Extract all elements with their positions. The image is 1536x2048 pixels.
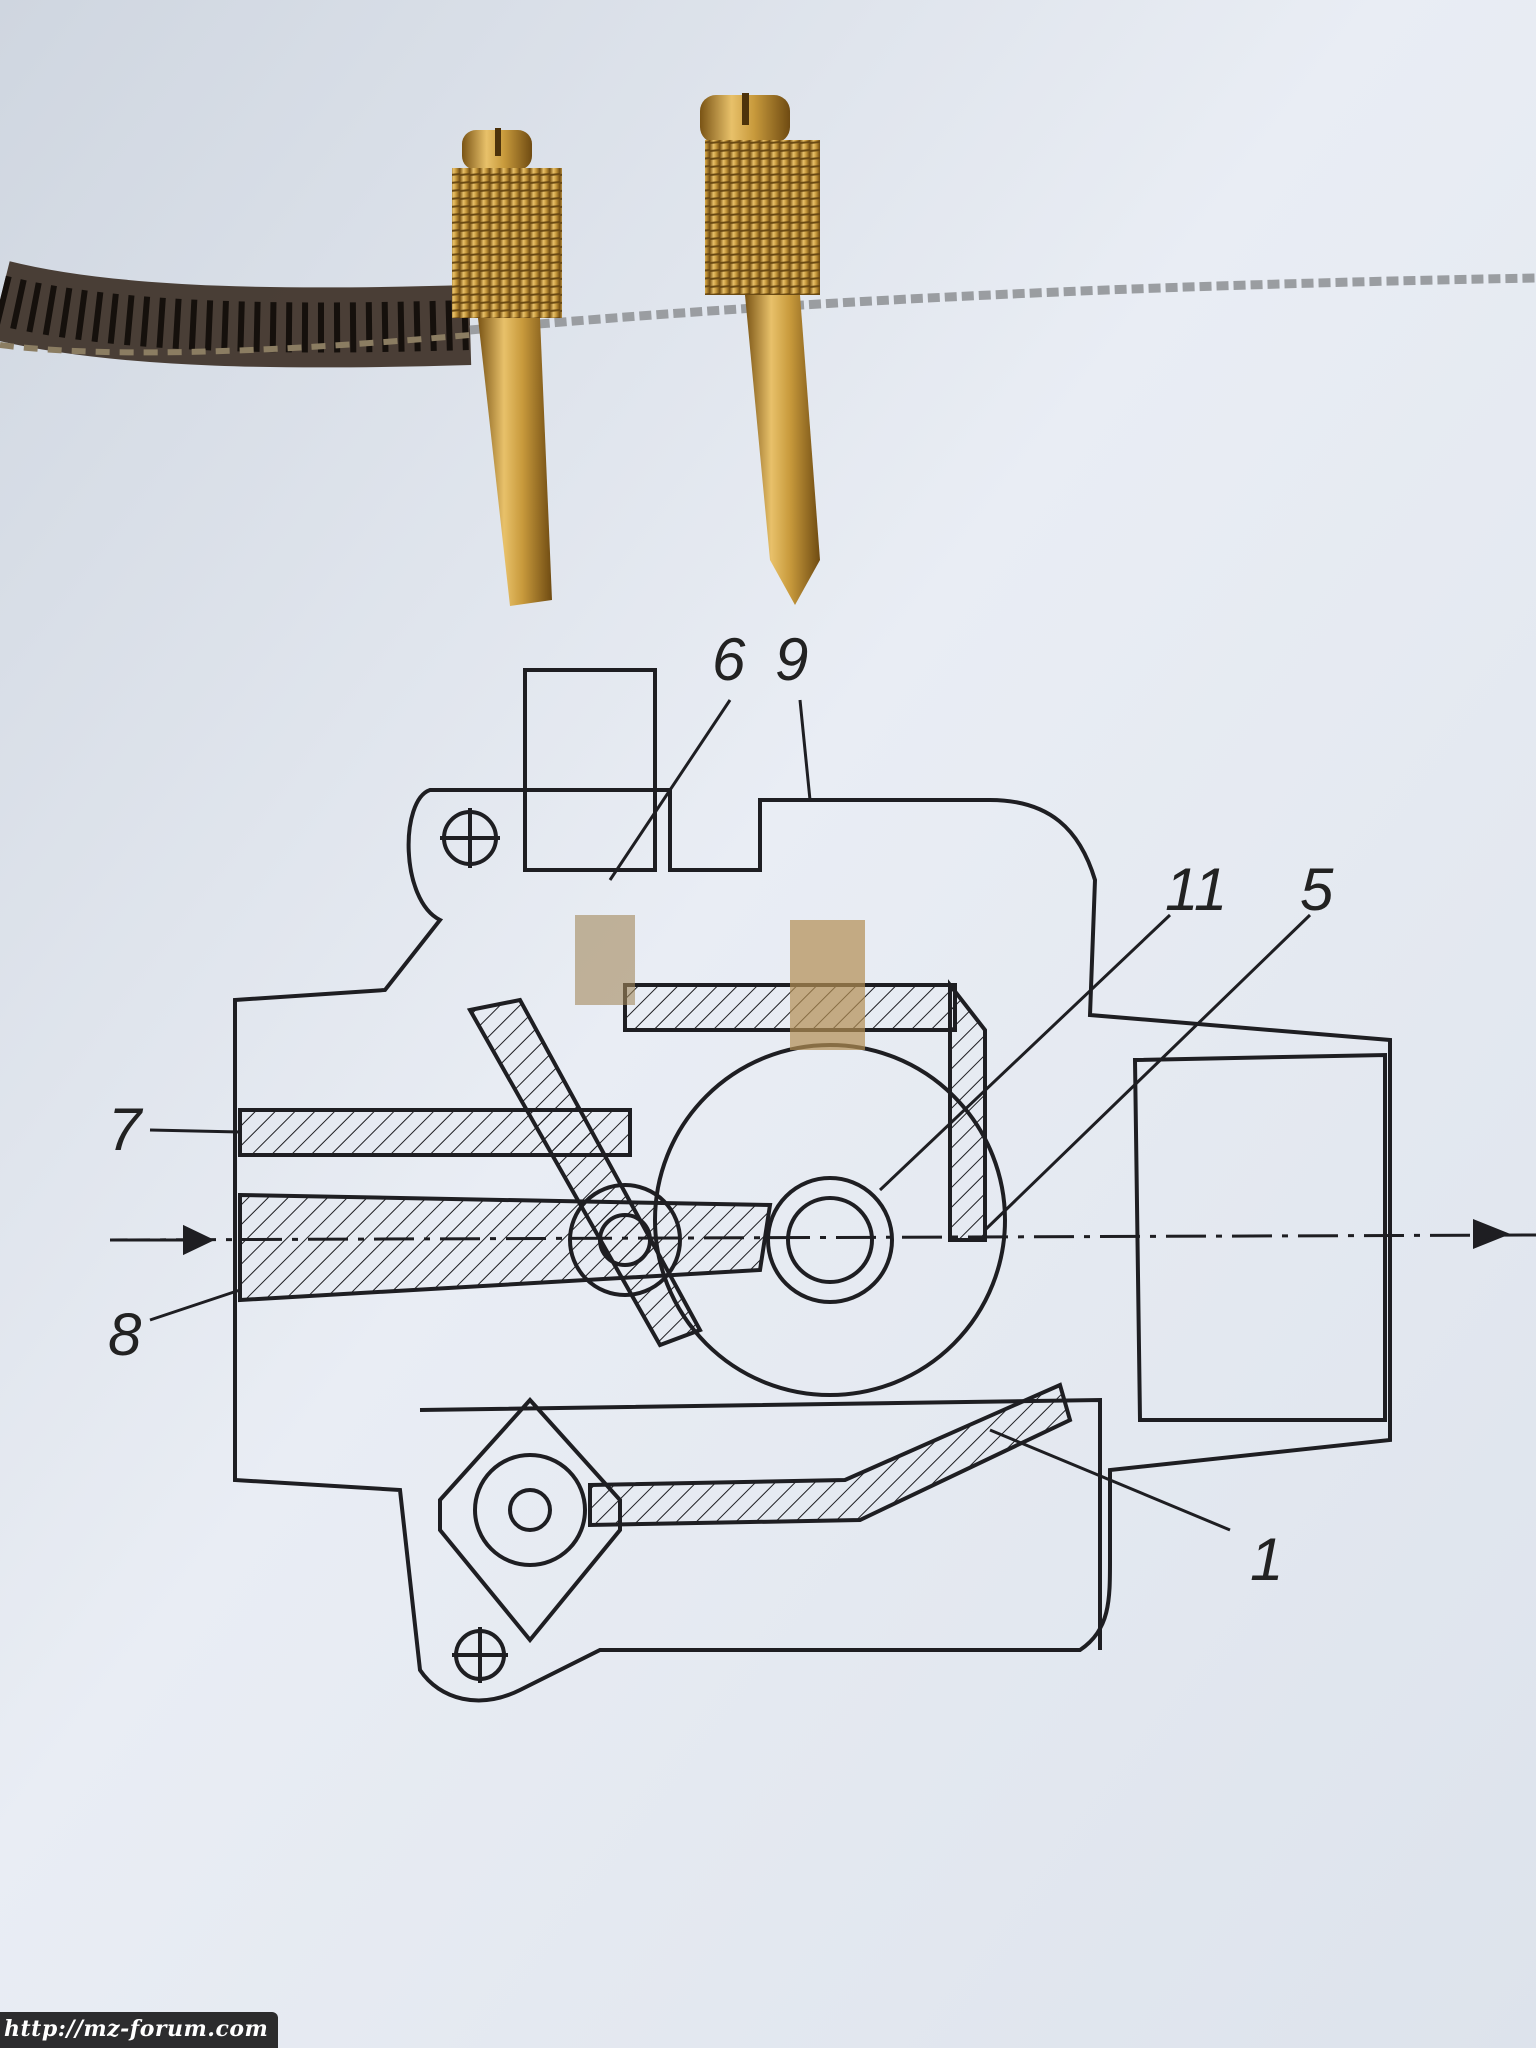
brush-wire bbox=[469, 273, 1536, 335]
callout-6: 6 bbox=[712, 626, 746, 693]
jet-reflection bbox=[790, 920, 865, 1050]
brass-jet-right bbox=[700, 93, 820, 605]
jet-reflection-2 bbox=[575, 915, 635, 1005]
callout-1: 1 bbox=[1250, 1526, 1284, 1593]
hatched-sections bbox=[238, 979, 1073, 1528]
callout-7: 7 bbox=[108, 1096, 142, 1163]
watermark-url: http://mz-forum.com bbox=[0, 2012, 279, 2048]
callout-9: 9 bbox=[775, 626, 809, 693]
cleaning-brush bbox=[0, 261, 472, 368]
brass-jet-left bbox=[452, 128, 562, 606]
callout-5: 5 bbox=[1300, 856, 1334, 923]
callout-11: 11 bbox=[1165, 856, 1228, 923]
callout-8: 8 bbox=[108, 1301, 142, 1368]
